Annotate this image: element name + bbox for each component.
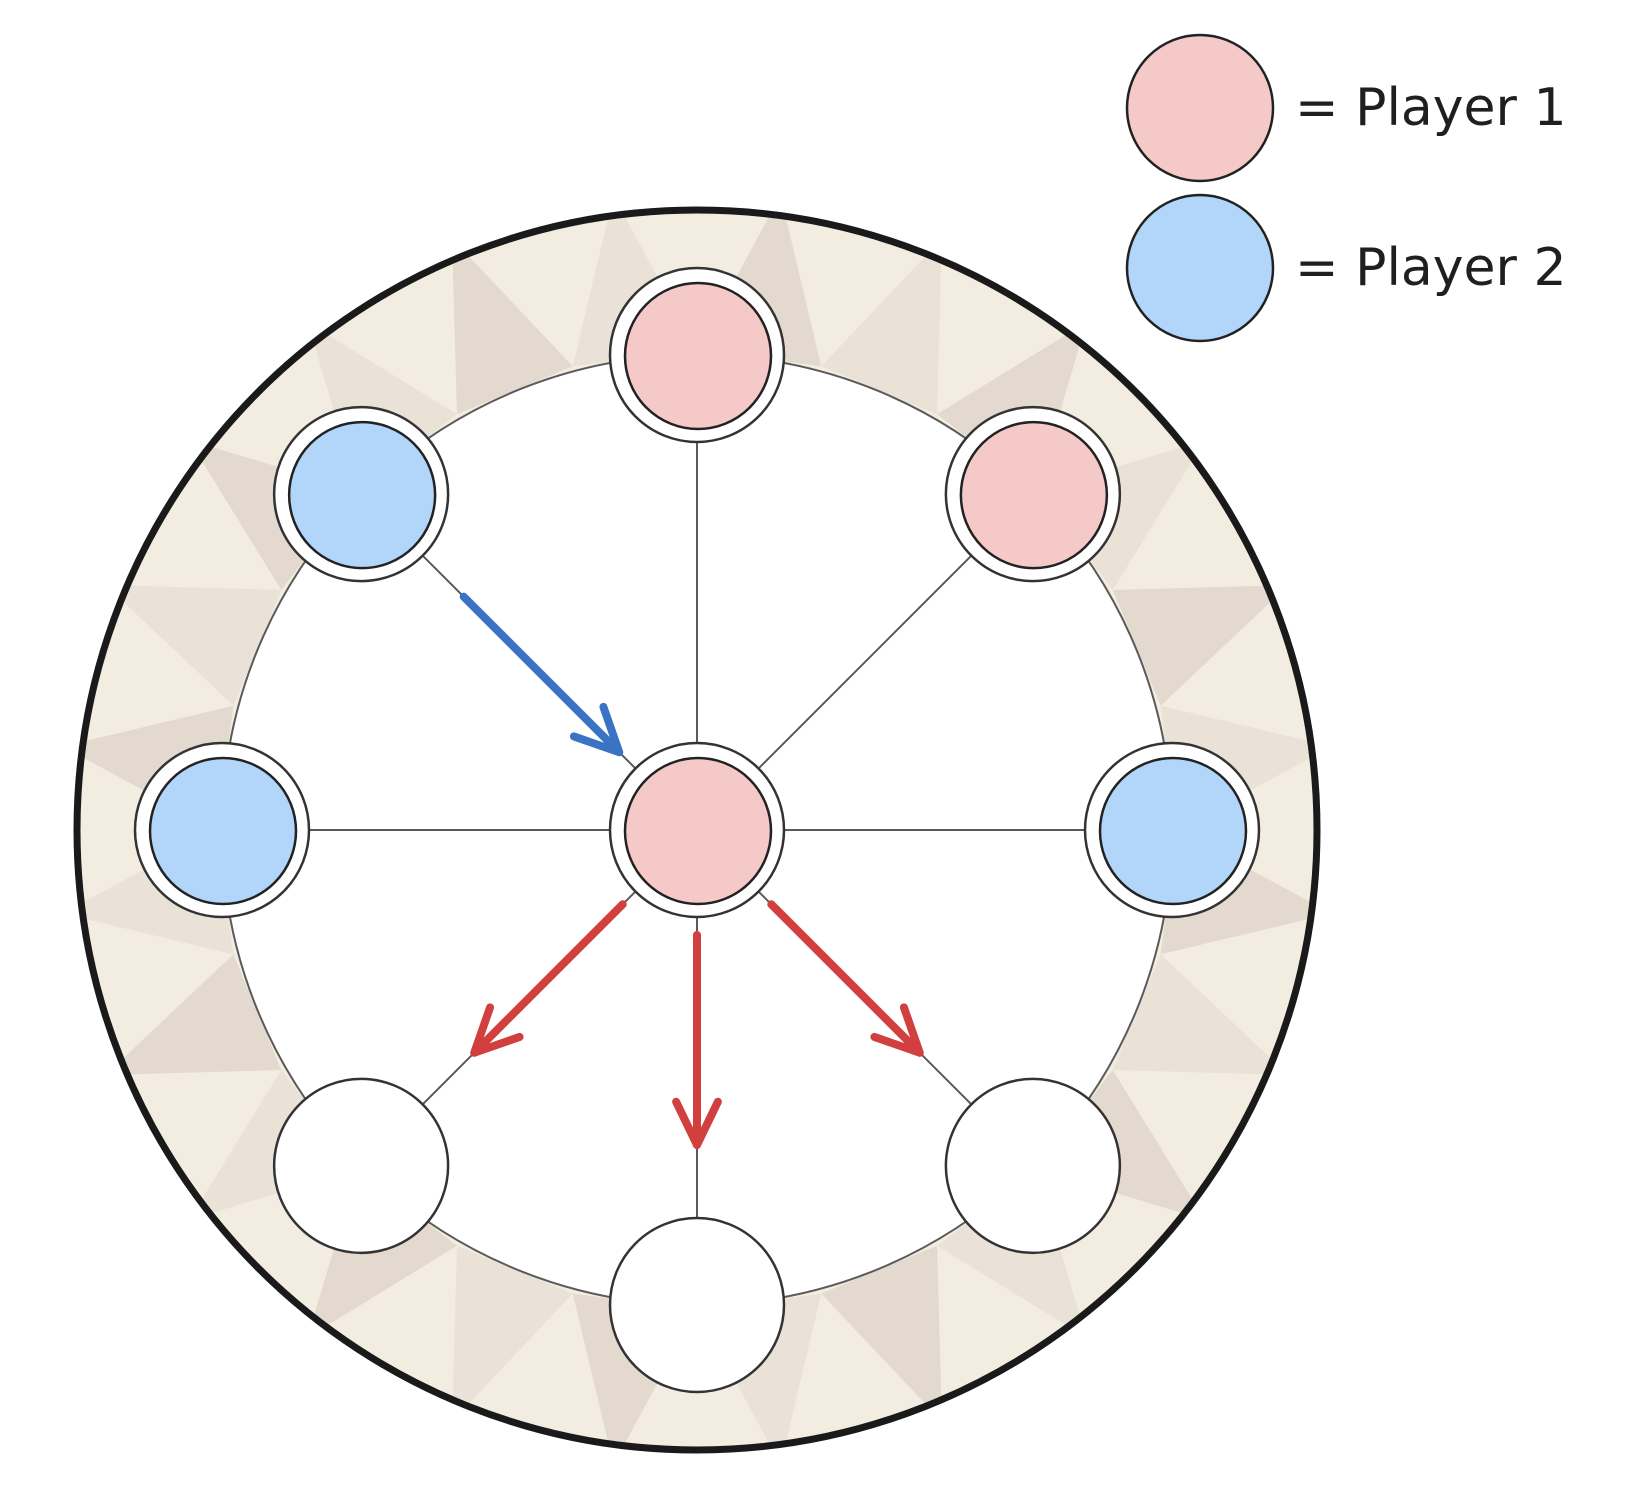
band-pattern-triangle: [1036, 1070, 1205, 1220]
point-lower-right: [944, 1077, 1122, 1255]
empty-slot: [944, 1077, 1122, 1255]
move-arrow-center-to-bottom: [672, 931, 722, 1149]
move-arrow-center-to-lower-right: [767, 900, 924, 1057]
point-right: [1083, 741, 1261, 919]
legend: = Player 1 = Player 2: [1125, 33, 1567, 343]
arrow-head: [870, 1003, 924, 1057]
band-pattern-triangle: [307, 322, 457, 491]
band-pattern-triangle: [189, 1070, 358, 1220]
arrow-shaft: [459, 592, 624, 757]
player-2-piece: [1098, 756, 1248, 906]
point-lower-left: [272, 1077, 450, 1255]
arrow-shaft: [470, 900, 627, 1057]
legend-player-1-label: = Player 1: [1295, 78, 1567, 138]
board-points: [133, 266, 1261, 1394]
band-pattern-triangle: [821, 1245, 942, 1422]
move-arrow-center-to-lower-left: [470, 900, 627, 1057]
band-pattern-triangle: [105, 585, 282, 706]
legend-player-1: = Player 1: [1125, 33, 1567, 183]
point-top: [608, 266, 786, 444]
band-pattern-triangle: [189, 440, 358, 590]
point-upper-right: [944, 405, 1122, 583]
band-pattern-triangle: [937, 1169, 1087, 1338]
player-2-piece-icon: [1125, 193, 1275, 343]
legend-player-2: = Player 2: [1125, 193, 1567, 343]
player-2-piece: [287, 420, 437, 570]
point-center: [608, 741, 786, 919]
band-pattern-triangle: [821, 238, 942, 415]
point-left: [133, 741, 311, 919]
player-1-piece: [959, 420, 1109, 570]
board-band-pattern: [77, 210, 1317, 1450]
arrow-head: [672, 1097, 722, 1149]
arrow-shaft: [767, 900, 924, 1057]
move-arrows: [459, 592, 924, 1149]
band-pattern-triangle: [105, 954, 282, 1075]
legend-player-2-label: = Player 2: [1295, 238, 1567, 298]
band-pattern-triangle: [452, 238, 573, 415]
band-pattern-triangle: [452, 1245, 573, 1422]
player-1-piece: [623, 756, 773, 906]
player-1-piece: [623, 281, 773, 431]
band-pattern-triangle: [1036, 440, 1205, 590]
player-1-piece-icon: [1125, 33, 1275, 183]
point-upper-left: [272, 405, 450, 583]
arrow-head: [569, 702, 624, 757]
band-pattern-triangle: [307, 1169, 457, 1338]
point-bottom: [608, 1216, 786, 1394]
arrow-head: [470, 1003, 524, 1057]
move-arrow-upper-left-to-center: [459, 592, 624, 757]
player-2-piece: [148, 756, 298, 906]
band-pattern-triangle: [937, 322, 1087, 491]
band-pattern-triangle: [1112, 954, 1289, 1075]
empty-slot: [608, 1216, 786, 1394]
band-pattern-triangle: [1112, 585, 1289, 706]
empty-slot: [272, 1077, 450, 1255]
